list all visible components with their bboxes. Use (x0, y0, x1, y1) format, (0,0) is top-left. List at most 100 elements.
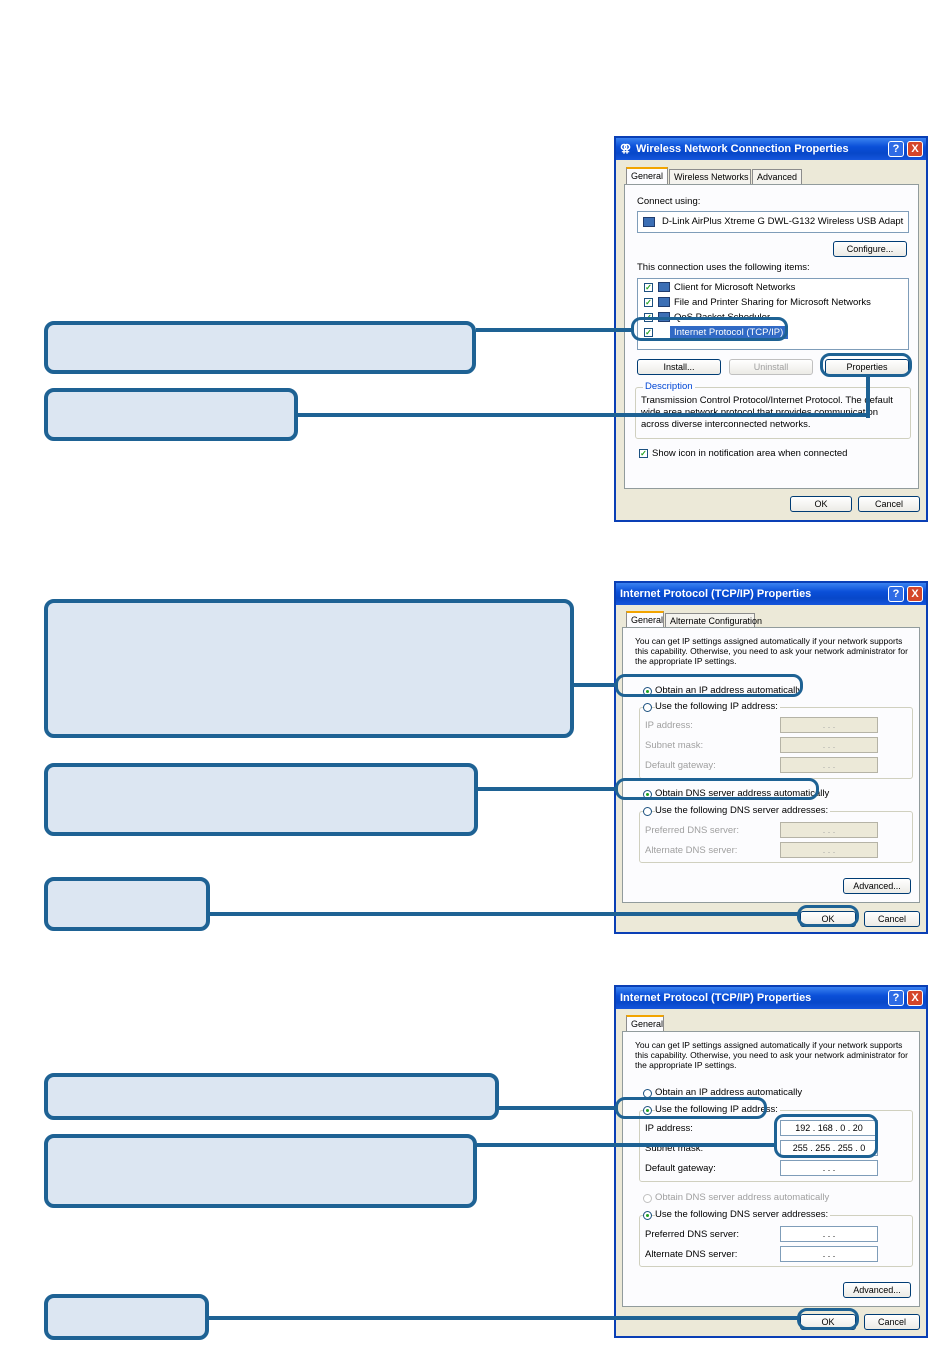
items-label: This connection uses the following items… (637, 262, 810, 273)
description-line: wide area network protocol that provides… (641, 407, 878, 418)
connector-line (209, 1316, 798, 1320)
callout-box-ok-2 (44, 1294, 209, 1340)
use-dns-label[interactable]: Use the following DNS server addresses: (655, 1209, 831, 1220)
gateway-label: Default gateway: (645, 1163, 716, 1174)
connector-line (478, 787, 616, 791)
description-line: Transmission Control Protocol/Internet P… (641, 395, 893, 406)
close-button[interactable]: X (907, 990, 923, 1006)
preferred-dns-field[interactable]: . . . (780, 1226, 878, 1242)
cancel-button[interactable]: Cancel (864, 911, 920, 927)
tab-general[interactable]: General (626, 1015, 664, 1033)
help-button[interactable]: ? (888, 586, 904, 602)
highlight-ok-button (797, 1308, 859, 1330)
alternate-dns-field[interactable]: . . . (780, 1246, 878, 1262)
preferred-dns-label: Preferred DNS server: (645, 825, 739, 836)
close-button[interactable]: X (907, 586, 923, 602)
obtain-ip-label[interactable]: Obtain an IP address automatically (655, 685, 803, 696)
dialog-title: Internet Protocol (TCP/IP) Properties (620, 992, 812, 1004)
callout-box-ip-values (44, 1134, 477, 1208)
close-button[interactable]: X (907, 141, 923, 157)
gateway-field: . . . (780, 757, 878, 773)
connector-line (499, 1106, 616, 1110)
general-panel: You can get IP settings assigned automat… (622, 1031, 920, 1307)
list-item[interactable]: Client for Microsoft Networks (674, 282, 796, 293)
intro-line: the appropriate IP settings. (635, 1060, 737, 1070)
ip-address-field: . . . (780, 717, 878, 733)
description-label: Description (643, 381, 695, 392)
tcpip-properties-dialog-auto: Internet Protocol (TCP/IP) Properties ? … (614, 581, 928, 934)
intro-line: You can get IP settings assigned automat… (635, 1040, 903, 1050)
ip-address-label: IP address: (645, 720, 693, 731)
use-ip-radio[interactable] (643, 1106, 652, 1115)
advanced-button[interactable]: Advanced... (843, 878, 911, 894)
ok-button[interactable]: OK (790, 496, 852, 512)
help-button[interactable]: ? (888, 141, 904, 157)
uninstall-button: Uninstall (729, 359, 813, 375)
dialog-titlebar: ⚢ Wireless Network Connection Properties… (616, 138, 926, 160)
help-button[interactable]: ? (888, 990, 904, 1006)
use-dns-radio[interactable] (643, 807, 652, 816)
highlight-tcpip-item (631, 317, 788, 341)
connector-line (477, 1143, 775, 1147)
connector-line (298, 413, 870, 417)
cancel-button[interactable]: Cancel (864, 1314, 920, 1330)
tab-general[interactable]: General (626, 167, 668, 185)
checkbox-tcpip[interactable]: ✓ (644, 328, 653, 337)
connect-using-label: Connect using: (637, 196, 701, 207)
tab-alternate-configuration[interactable]: Alternate Configuration (665, 613, 762, 629)
configure-button[interactable]: Configure... (833, 241, 907, 257)
subnet-mask-field: . . . (780, 737, 878, 753)
printer-icon (658, 297, 670, 307)
adapter-field: D-Link AirPlus Xtreme G DWL-G132 Wireles… (637, 211, 909, 233)
intro-line: You can get IP settings assigned automat… (635, 636, 903, 646)
checkbox-client[interactable]: ✓ (644, 283, 653, 292)
connector-line (476, 328, 632, 332)
intro-line: the appropriate IP settings. (635, 656, 737, 666)
highlight-ok-button (797, 905, 859, 927)
advanced-button[interactable]: Advanced... (843, 1282, 911, 1298)
highlight-ip-values (774, 1114, 878, 1158)
client-icon (658, 282, 670, 292)
list-item[interactable]: Internet Protocol (TCP/IP) (674, 327, 784, 338)
alternate-dns-field: . . . (780, 842, 878, 858)
intro-line: this capability. Otherwise, you need to … (635, 1050, 908, 1060)
tab-general[interactable]: General (626, 611, 664, 629)
list-item-selected-bg (670, 326, 788, 339)
preferred-dns-label: Preferred DNS server: (645, 1229, 739, 1240)
general-panel: You can get IP settings assigned automat… (622, 627, 920, 903)
callout-box-use-ip (44, 1073, 499, 1120)
show-icon-label: Show icon in notification area when conn… (652, 448, 848, 459)
preferred-dns-field: . . . (780, 822, 878, 838)
dialog-title: Wireless Network Connection Properties (636, 143, 849, 155)
callout-box-obtain-dns (44, 763, 478, 836)
tab-wireless-networks[interactable]: Wireless Networks (669, 169, 751, 185)
callout-box-ok-1 (44, 877, 210, 931)
gateway-field[interactable]: . . . (780, 1160, 878, 1176)
use-dns-radio[interactable] (643, 1211, 652, 1220)
show-icon-checkbox[interactable]: ✓ (639, 449, 648, 458)
dialog-titlebar: Internet Protocol (TCP/IP) Properties ? … (616, 583, 926, 605)
list-item[interactable]: File and Printer Sharing for Microsoft N… (674, 297, 871, 308)
obtain-dns-label[interactable]: Obtain DNS server address automatically (655, 788, 830, 799)
use-ip-label[interactable]: Use the following IP address: (655, 701, 780, 712)
description-line: across diverse interconnected networks. (641, 419, 811, 430)
highlight-use-ip (615, 1097, 767, 1119)
checkbox-file-sharing[interactable]: ✓ (644, 298, 653, 307)
adapter-name: D-Link AirPlus Xtreme G DWL-G132 Wireles… (662, 216, 904, 227)
use-dns-label[interactable]: Use the following DNS server addresses: (655, 805, 831, 816)
ip-address-label: IP address: (645, 1123, 693, 1134)
intro-line: this capability. Otherwise, you need to … (635, 646, 908, 656)
tab-advanced[interactable]: Advanced (752, 169, 802, 185)
install-button[interactable]: Install... (637, 359, 721, 375)
obtain-dns-label: Obtain DNS server address automatically (655, 1192, 830, 1203)
cancel-button[interactable]: Cancel (858, 496, 920, 512)
adapter-icon (643, 217, 655, 227)
highlight-obtain-ip (615, 674, 803, 697)
subnet-mask-label: Subnet mask: (645, 740, 704, 751)
alternate-dns-label: Alternate DNS server: (645, 845, 738, 856)
use-ip-label[interactable]: Use the following IP address: (655, 1104, 780, 1115)
ip-address-field[interactable]: 192 . 168 . 0 . 20 (780, 1120, 878, 1136)
dialog-title: Internet Protocol (TCP/IP) Properties (620, 588, 812, 600)
use-ip-radio[interactable] (643, 703, 652, 712)
obtain-ip-label[interactable]: Obtain an IP address automatically (655, 1087, 803, 1098)
